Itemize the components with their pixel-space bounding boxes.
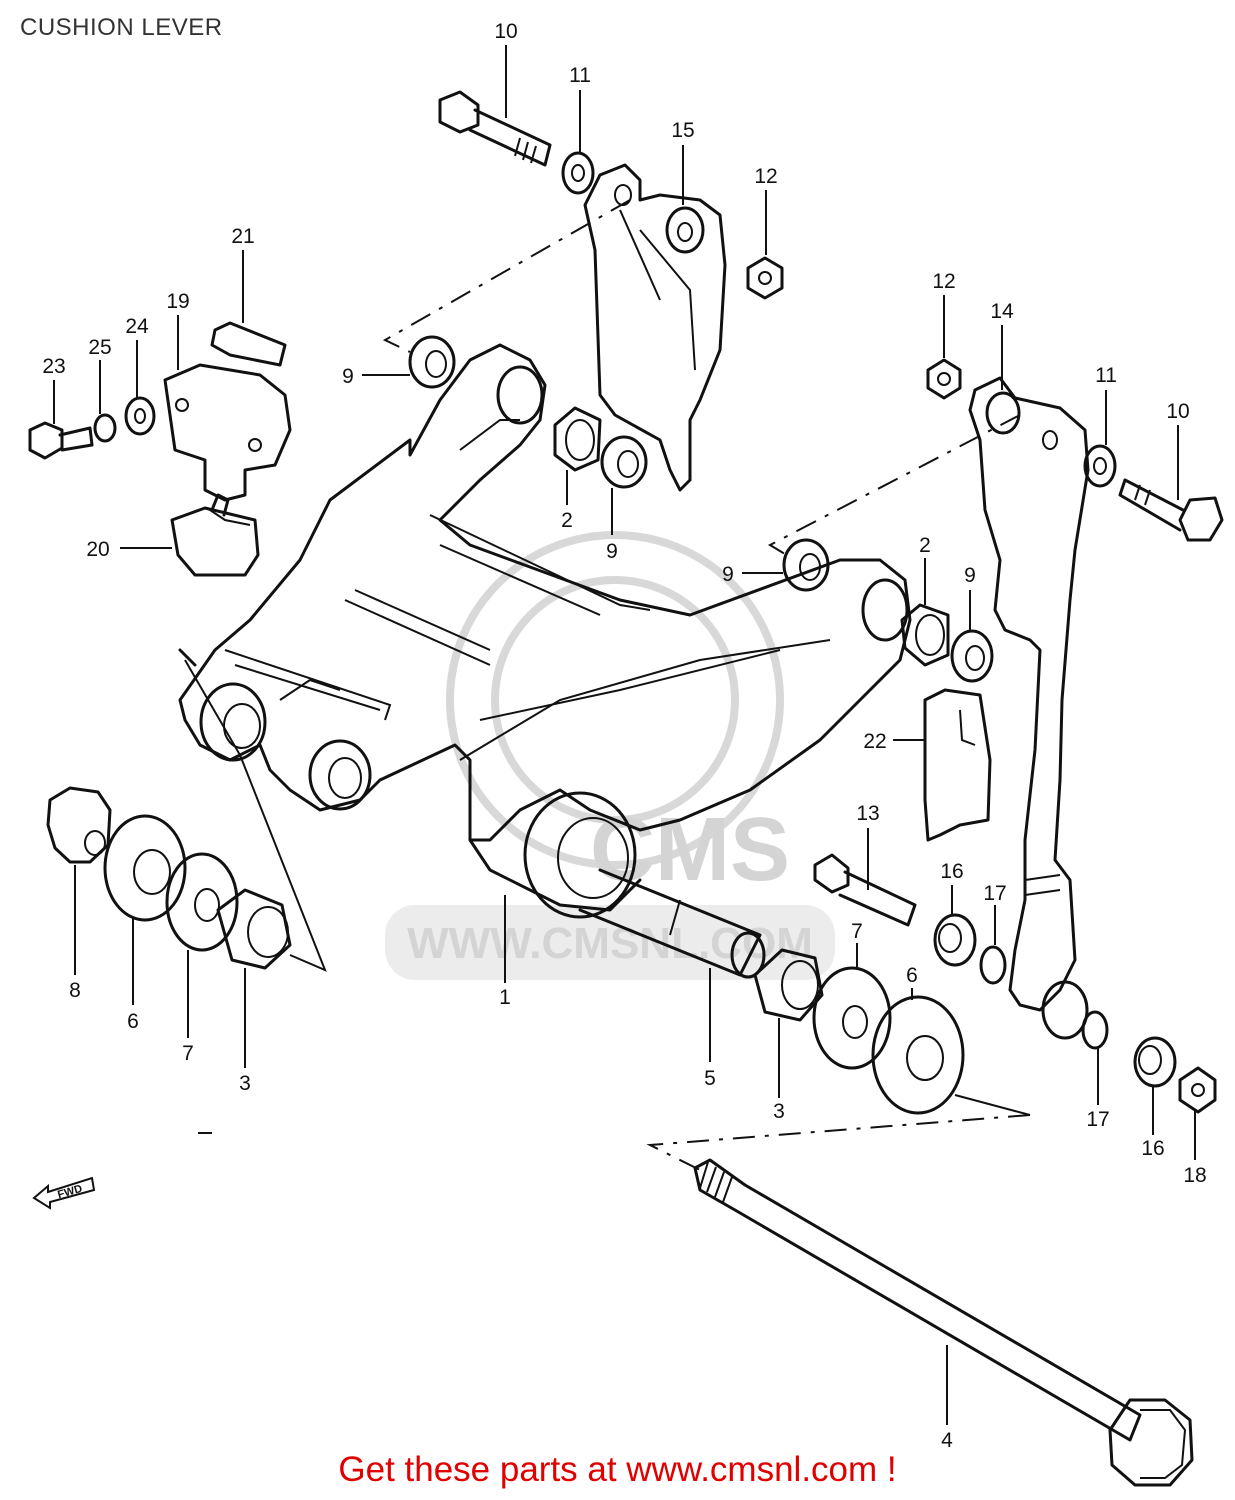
bearing-2a bbox=[553, 406, 602, 472]
rubber-mount-20 bbox=[170, 493, 260, 577]
callout-22: 22 bbox=[863, 730, 886, 753]
callout-25: 25 bbox=[88, 336, 111, 359]
callout-9: 9 bbox=[342, 365, 354, 388]
callout-18: 18 bbox=[1183, 1164, 1206, 1187]
o-ring-17-lower bbox=[1081, 1010, 1109, 1050]
callout-7: 7 bbox=[182, 1042, 194, 1065]
seal-9c bbox=[782, 538, 830, 592]
footer-cta: Get these parts at www.cmsnl.com ! bbox=[338, 1450, 897, 1489]
callout-labels: 10 11 15 12 21 19 24 25 23 9 2 9 20 12 1… bbox=[42, 20, 1206, 1452]
washer-7-right bbox=[812, 966, 892, 1070]
callout-10: 10 bbox=[494, 20, 517, 43]
callout-16: 16 bbox=[940, 860, 963, 883]
bolt-upper-left bbox=[438, 90, 552, 167]
assembly-guide-lines bbox=[184, 199, 1031, 1171]
callout-11: 11 bbox=[569, 64, 591, 87]
cushion-lever-bracket-left bbox=[583, 163, 727, 492]
callout-12: 12 bbox=[932, 270, 955, 293]
callout-14: 14 bbox=[990, 300, 1014, 323]
o-ring-17-upper bbox=[979, 945, 1007, 985]
pivot-shaft-4 bbox=[693, 1158, 1194, 1487]
callout-17: 17 bbox=[983, 882, 1006, 905]
callout-6: 6 bbox=[127, 1010, 139, 1033]
washer-11-right bbox=[1083, 444, 1117, 488]
callout-7: 7 bbox=[851, 920, 863, 943]
callout-11: 11 bbox=[1095, 364, 1117, 387]
bearing-2b bbox=[900, 603, 950, 667]
callout-5: 5 bbox=[704, 1067, 716, 1090]
nut-18 bbox=[1178, 1066, 1217, 1114]
watermark: WWW.CMSNL.COM CMS bbox=[385, 531, 835, 980]
bolt-23 bbox=[28, 421, 94, 460]
callout-19: 19 bbox=[166, 290, 189, 313]
swing-arm bbox=[178, 343, 912, 919]
callout-23: 23 bbox=[42, 355, 65, 378]
callout-24: 24 bbox=[125, 315, 149, 338]
bolt-13 bbox=[813, 853, 917, 927]
callout-4: 4 bbox=[941, 1429, 953, 1452]
callout-17: 17 bbox=[1086, 1108, 1109, 1131]
needle-bearing-3-right bbox=[753, 948, 824, 1022]
callout-20: 20 bbox=[86, 538, 109, 561]
callout-10: 10 bbox=[1166, 400, 1189, 423]
callout-16: 16 bbox=[1141, 1137, 1164, 1160]
callout-1: 1 bbox=[499, 986, 511, 1009]
callout-leader-lines bbox=[53, 45, 1196, 1425]
sleeve-22 bbox=[923, 688, 992, 842]
seal-9b bbox=[600, 435, 648, 489]
fwd-arrow-icon: FWD bbox=[32, 1176, 96, 1210]
washer-7-left bbox=[165, 852, 239, 952]
bolt-upper-right bbox=[1118, 478, 1224, 542]
collar-16-upper bbox=[933, 913, 977, 967]
nut-12-left bbox=[746, 256, 784, 300]
watermark-url: WWW.CMSNL.COM bbox=[407, 919, 813, 968]
seal-9d bbox=[950, 629, 994, 683]
lock-washer-25 bbox=[93, 413, 117, 443]
callout-8: 8 bbox=[69, 979, 81, 1002]
washer-24 bbox=[124, 396, 156, 436]
rubber-mount-block bbox=[163, 363, 292, 502]
dust-cover-6-left bbox=[103, 814, 187, 922]
collar-16-lower bbox=[1133, 1036, 1177, 1088]
callout-6: 6 bbox=[906, 964, 918, 987]
callout-9: 9 bbox=[606, 540, 618, 563]
rubber-pad-21 bbox=[210, 321, 287, 367]
cushion-lever-bracket-right bbox=[968, 376, 1090, 1040]
needle-bearing-3-left bbox=[216, 888, 292, 970]
dust-cover-6-right bbox=[871, 995, 965, 1115]
callout-3: 3 bbox=[239, 1072, 251, 1095]
callout-21: 21 bbox=[231, 225, 254, 248]
callout-3: 3 bbox=[773, 1100, 785, 1123]
callout-13: 13 bbox=[856, 802, 879, 825]
callout-2: 2 bbox=[561, 509, 573, 532]
nut-8 bbox=[46, 786, 112, 864]
callout-12: 12 bbox=[754, 165, 777, 188]
callout-15: 15 bbox=[671, 119, 694, 142]
fwd-label: FWD bbox=[56, 1183, 83, 1201]
callout-9: 9 bbox=[722, 563, 734, 586]
callout-2: 2 bbox=[919, 534, 931, 557]
nut-12-right bbox=[926, 358, 962, 400]
washer-11-left bbox=[561, 151, 595, 195]
pivot-tube bbox=[578, 868, 766, 979]
callout-9: 9 bbox=[964, 564, 976, 587]
seal-9a bbox=[408, 335, 456, 389]
page-title: CUSHION LEVER bbox=[20, 14, 223, 41]
